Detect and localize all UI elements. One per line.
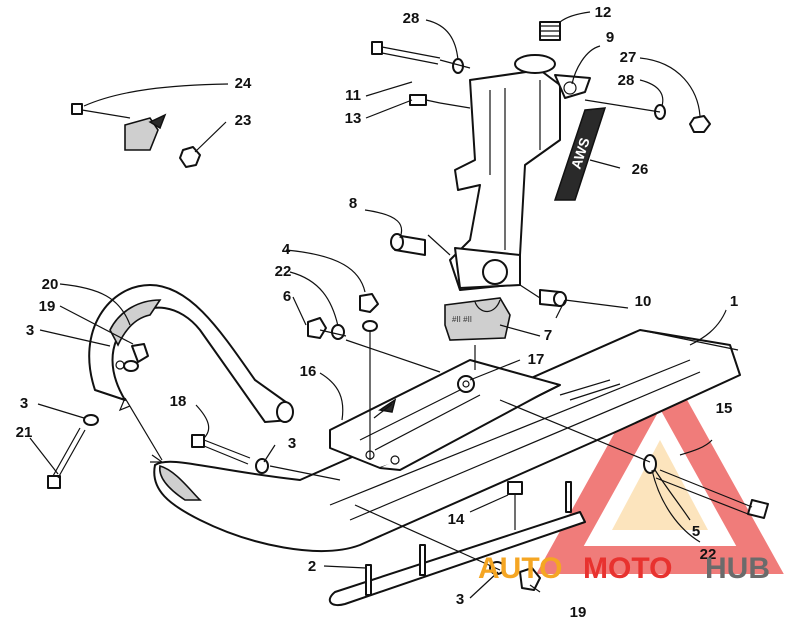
svg-text:15: 15 <box>716 400 733 417</box>
watermark-text: AUTO MOTO HUB <box>478 552 770 585</box>
svg-text:13: 13 <box>345 110 362 127</box>
watermark-part2: MOTO <box>583 552 672 585</box>
svg-text:3: 3 <box>456 591 464 608</box>
svg-text:24: 24 <box>235 75 252 92</box>
ski-handle <box>88 284 294 423</box>
callout-7: 7 <box>544 327 552 344</box>
svg-text:1: 1 <box>730 293 738 310</box>
callout-17: 17 <box>528 351 545 368</box>
bushing-left <box>390 233 426 256</box>
rubber-block: #II #II <box>444 297 511 341</box>
svg-text:9: 9 <box>606 29 614 46</box>
svg-text:20: 20 <box>42 276 59 293</box>
bolt-18 <box>191 434 251 465</box>
watermark-part3: HUB <box>705 552 770 585</box>
svg-text:8: 8 <box>349 195 357 212</box>
callout-3-c: 3 <box>288 435 296 452</box>
bushing-right <box>539 289 567 307</box>
spindle-shock <box>449 54 591 291</box>
svg-text:14: 14 <box>448 511 465 528</box>
svg-text:22: 22 <box>275 263 292 280</box>
watermark-part1: AUTO <box>478 552 562 585</box>
svg-text:21: 21 <box>16 424 33 441</box>
svg-text:#II #II: #II #II <box>452 315 472 324</box>
nuts-and-washers <box>83 58 711 591</box>
wear-bar <box>328 481 586 606</box>
callout-20: 20 <box>42 276 59 293</box>
watermark-logo <box>536 351 784 574</box>
bolt-24-assembly <box>71 103 201 168</box>
svg-text:28: 28 <box>618 72 635 89</box>
callout-3-d: 3 <box>456 591 464 608</box>
svg-text:6: 6 <box>283 288 291 305</box>
svg-text:28: 28 <box>403 10 420 27</box>
callout-19-b: 19 <box>570 604 587 621</box>
svg-text:10: 10 <box>635 293 652 310</box>
callout-8: 8 <box>349 195 357 212</box>
callout-19-a: 19 <box>39 298 56 315</box>
callout-15: 15 <box>716 400 733 417</box>
svg-text:4: 4 <box>282 241 291 258</box>
bolt-21 <box>47 427 86 489</box>
callout-12: 12 <box>595 4 612 21</box>
svg-text:2: 2 <box>308 558 316 575</box>
callout-26: 26 <box>632 161 649 178</box>
svg-text:22: 22 <box>700 546 717 563</box>
callout-16: 16 <box>300 363 317 380</box>
fitting-13 <box>409 94 441 106</box>
svg-text:3: 3 <box>288 435 296 452</box>
callout-22-b: 22 <box>700 546 717 563</box>
callout-28-b: 28 <box>618 72 635 89</box>
svg-text:5: 5 <box>692 523 700 540</box>
callout-3-a: 3 <box>26 322 34 339</box>
svg-text:3: 3 <box>20 395 28 412</box>
leader-lines <box>29 11 729 599</box>
callout-27: 27 <box>620 49 637 66</box>
svg-text:7: 7 <box>544 327 552 344</box>
callout-14: 14 <box>448 511 465 528</box>
callout-9: 9 <box>606 29 614 46</box>
spring-12 <box>539 21 561 41</box>
svg-text:17: 17 <box>528 351 545 368</box>
callout-labels: 1 2 3 3 3 3 4 5 6 7 8 9 10 11 12 13 14 1… <box>16 4 746 621</box>
callout-13: 13 <box>345 110 362 127</box>
svg-text:26: 26 <box>632 161 649 178</box>
svg-text:23: 23 <box>235 112 252 129</box>
callout-6: 6 <box>283 288 291 305</box>
callout-4: 4 <box>282 241 291 258</box>
svg-text:16: 16 <box>300 363 317 380</box>
svg-text:19: 19 <box>39 298 56 315</box>
callout-23: 23 <box>235 112 252 129</box>
callout-28-a: 28 <box>403 10 420 27</box>
callout-2: 2 <box>308 558 316 575</box>
aws-decal: AWS <box>553 107 607 201</box>
svg-text:27: 27 <box>620 49 637 66</box>
callout-18: 18 <box>170 393 187 410</box>
callout-11: 11 <box>345 87 361 104</box>
callout-3-b: 3 <box>20 395 28 412</box>
svg-text:3: 3 <box>26 322 34 339</box>
callout-24: 24 <box>235 75 252 92</box>
bolt-15 <box>655 469 769 519</box>
callout-1: 1 <box>722 289 746 313</box>
callout-5: 5 <box>692 523 700 540</box>
svg-text:11: 11 <box>345 87 361 104</box>
assembly-lines <box>118 59 661 571</box>
callout-21: 21 <box>16 424 33 441</box>
svg-text:12: 12 <box>595 4 612 21</box>
svg-text:19: 19 <box>570 604 587 621</box>
callout-22-a: 22 <box>275 263 292 280</box>
callout-10: 10 <box>635 293 652 310</box>
bolt-11 <box>371 41 441 65</box>
svg-text:18: 18 <box>170 393 187 410</box>
